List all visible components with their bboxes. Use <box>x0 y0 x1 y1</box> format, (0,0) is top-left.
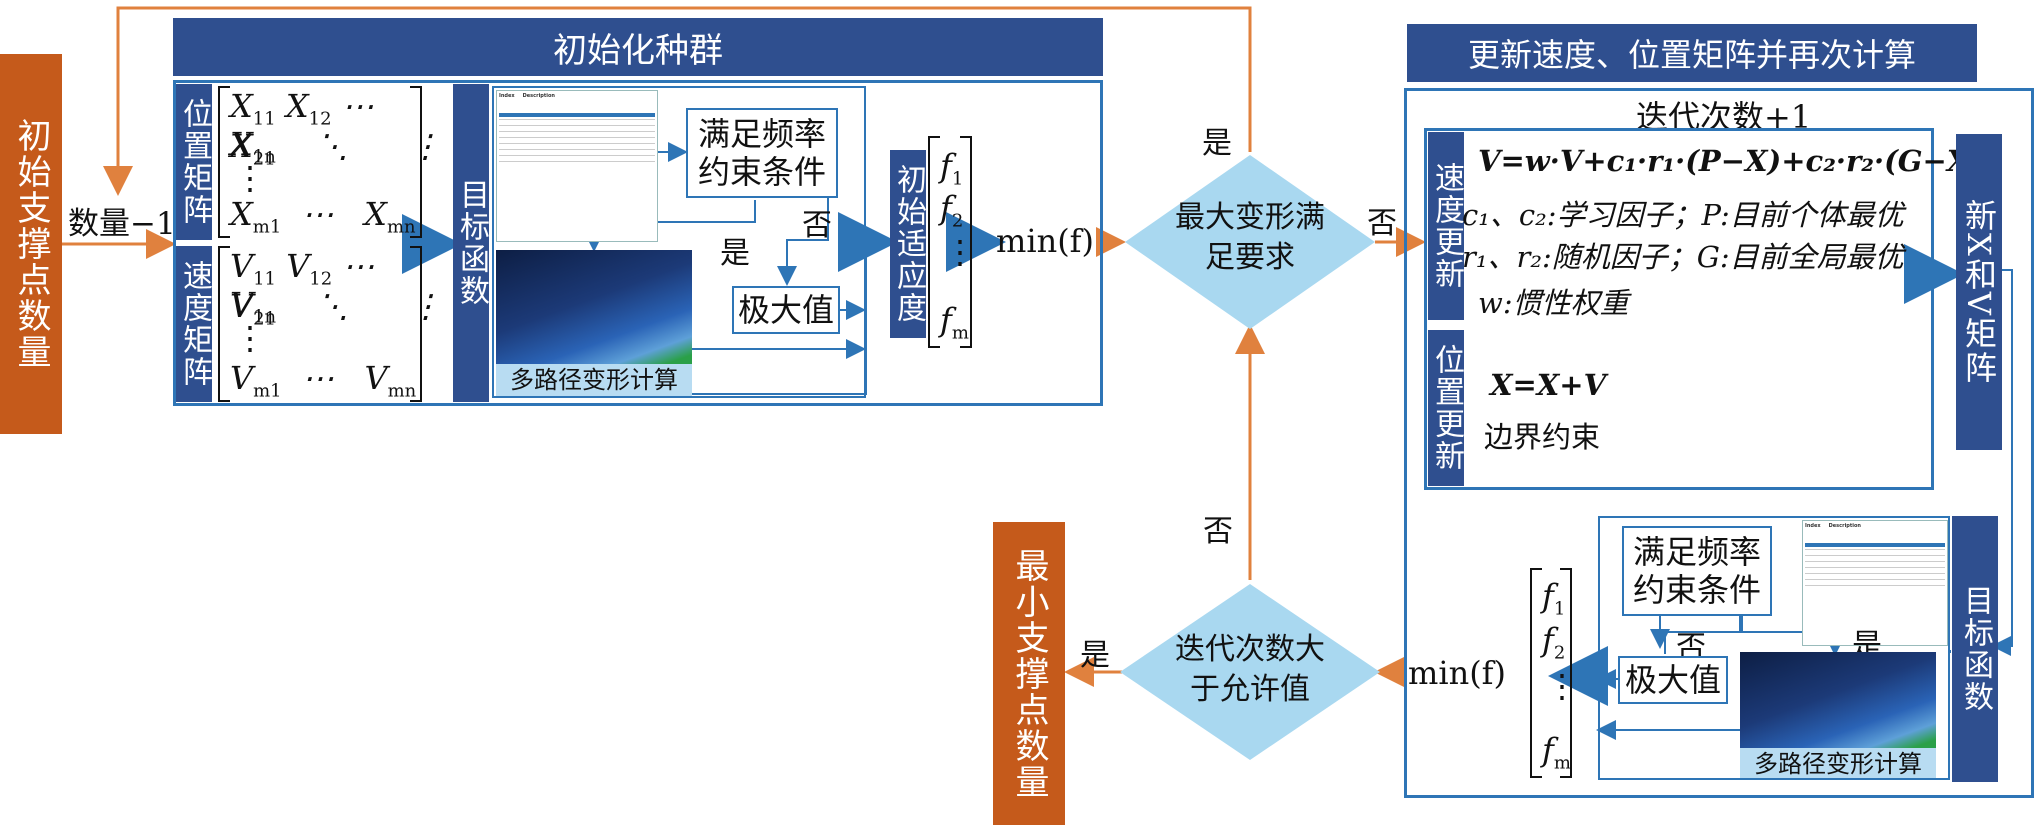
min-f-label-2: min(f) <box>1408 654 1506 692</box>
update-desc-2: r₁、r₂:随机因子；G:目前全局最优 <box>1462 240 1904 274</box>
freq-constraint-box-2: 满足频率约束条件 <box>1622 526 1772 616</box>
fitness-vector-2: f1 f2 ⋮ fm <box>1530 568 1578 778</box>
init-population-panel <box>173 80 1103 406</box>
objective-subframe <box>492 86 866 398</box>
multi-path-caption-2: 多路径变形计算 <box>1740 748 1936 778</box>
max-value-box-2: 极大值 <box>1618 656 1728 704</box>
multi-path-caption-1: 多路径变形计算 <box>496 364 692 396</box>
no-label-up: 否 <box>1203 514 1233 549</box>
position-matrix-label: 位置矩阵 <box>176 84 212 240</box>
max-value-box-1: 极大值 <box>732 286 840 334</box>
velocity-matrix-label: 速度矩阵 <box>176 246 212 402</box>
initial-support-count: 初始支撑点数量 <box>0 54 62 434</box>
update-panel <box>1404 88 2034 798</box>
decision-diamond-1 <box>1125 155 1375 329</box>
fitness-vector: f1 f2 ⋮ fm <box>928 136 976 348</box>
new-xv-matrix-label: 新X和V矩阵 <box>1956 134 2002 450</box>
init-population-header: 初始化种群 <box>173 18 1103 76</box>
yes-label-1: 是 <box>720 236 750 271</box>
update-formula-frame <box>1424 128 1934 490</box>
speed-update-label: 速度更新 <box>1428 132 1464 320</box>
velocity-matrix: V11 V12 ⋯ V1n V21 ⋱ ⋮ ⋮ Vm1 ⋯ Vmn <box>218 246 442 402</box>
position-formula: X=X+V <box>1490 368 1607 402</box>
decision-2-text: 迭代次数大于允许值 <box>1175 632 1325 707</box>
initial-fitness-label: 初始适应度 <box>890 150 926 338</box>
update-desc-1: c₁、c₂:学习因子；P:目前个体最优 <box>1462 198 1904 232</box>
no-label-right: 否 <box>1367 206 1397 241</box>
count-minus-one-label: 数量−1 <box>68 206 176 242</box>
min-f-label-1: min(f) <box>996 222 1094 260</box>
decision-1-text: 最大变形满足要求 <box>1175 200 1325 275</box>
deformation-image-1 <box>496 250 692 364</box>
no-label-1: 否 <box>802 208 832 243</box>
yes-label-left: 是 <box>1080 638 1110 673</box>
velocity-formula: V=w·V+c₁·r₁·(P−X)+c₂·r₂·(G−X) <box>1478 144 1984 178</box>
freq-constraint-box-1: 满足频率约束条件 <box>686 108 838 198</box>
objective-function-label-2: 目标函数 <box>1952 516 1998 782</box>
position-update-label: 位置更新 <box>1428 330 1464 486</box>
update-header: 更新速度、位置矩阵并再次计算 <box>1407 24 1977 82</box>
update-desc-3: w:惯性权重 <box>1478 286 1629 320</box>
deformation-image-2 <box>1740 652 1936 748</box>
yes-label-top: 是 <box>1202 126 1232 161</box>
boundary-constraint: 边界约束 <box>1484 420 1601 454</box>
position-matrix: X11 X12 ⋯ X1n X21 ⋱ ⋮ ⋮ Xm1 ⋯ Xmn <box>218 86 441 238</box>
decision-diamond-2 <box>1120 584 1380 760</box>
objective-function-label: 目标函数 <box>453 84 489 402</box>
min-support-count: 最小支撑点数量 <box>993 522 1065 825</box>
objective-subframe-2 <box>1598 516 1950 780</box>
